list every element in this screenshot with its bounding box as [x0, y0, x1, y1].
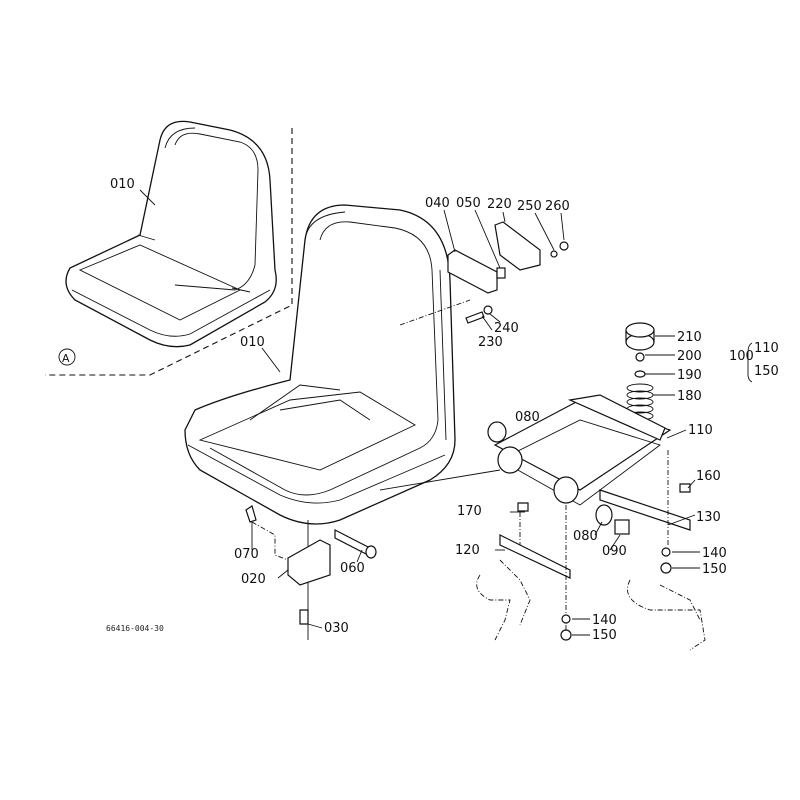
callout-110: 110 [688, 423, 713, 438]
callout-040: 040 [425, 196, 450, 211]
callout-060: 060 [340, 561, 365, 576]
callout-250: 250 [517, 199, 542, 214]
callout-010-small-seat: 010 [110, 177, 135, 192]
callout-050: 050 [456, 196, 481, 211]
callout-080-top: 080 [515, 410, 540, 425]
view-a-marker: A [62, 352, 70, 365]
callout-130: 130 [696, 510, 721, 525]
callout-020: 020 [241, 572, 266, 587]
callout-010-main-seat: 010 [240, 335, 265, 350]
callout-190: 190 [677, 368, 702, 383]
callout-070: 070 [234, 547, 259, 562]
drawing-number: 66416-004-30 [106, 624, 164, 633]
callout-assembly-to: 150 [754, 364, 779, 379]
callout-080-bottom: 080 [573, 529, 598, 544]
callout-100-assembly: 100 [729, 349, 754, 364]
callout-090: 090 [602, 544, 627, 559]
callout-210: 210 [677, 330, 702, 345]
callout-120: 120 [455, 543, 480, 558]
callout-230: 230 [478, 335, 503, 350]
callout-240: 240 [494, 321, 519, 336]
view-a-marker-circle [58, 348, 76, 366]
callout-260: 260 [545, 199, 570, 214]
callout-180: 180 [677, 389, 702, 404]
callout-140-right: 140 [702, 546, 727, 561]
callout-170: 170 [457, 504, 482, 519]
callout-140-bottom: 140 [592, 613, 617, 628]
callout-160: 160 [696, 469, 721, 484]
callout-150-right: 150 [702, 562, 727, 577]
callout-150-bottom: 150 [592, 628, 617, 643]
callout-220: 220 [487, 197, 512, 212]
callout-assembly-from: 110 [754, 341, 779, 356]
seat-main-drawing [184, 204, 456, 525]
callout-030: 030 [324, 621, 349, 636]
callout-200: 200 [677, 349, 702, 364]
seat-small-drawing [65, 120, 277, 348]
